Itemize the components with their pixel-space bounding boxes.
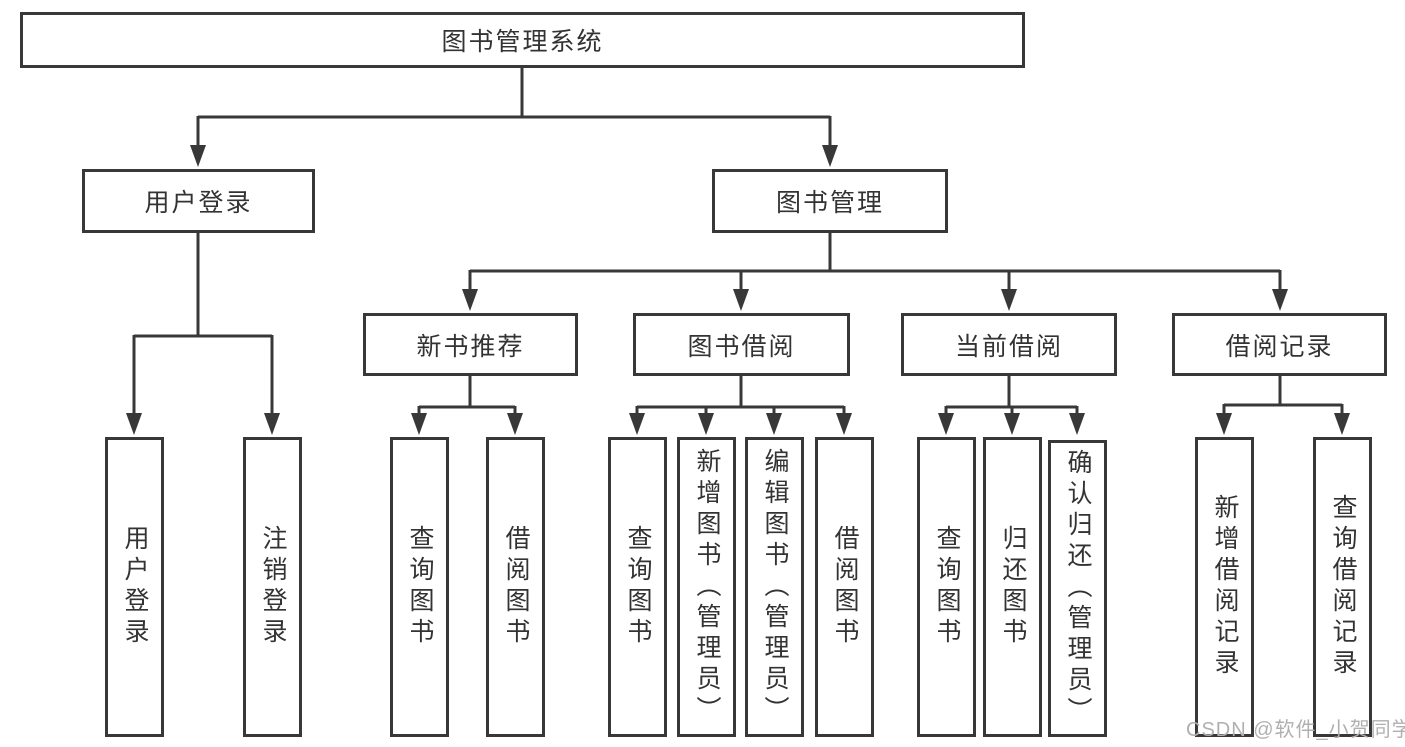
node-book-borrow: 图书借阅 [633, 313, 850, 376]
node-leaf-borrow-books: 借阅图书 [815, 437, 874, 737]
node-user-login: 用户登录 [82, 169, 315, 233]
node-leaf-query-borrow-record: 查询借阅记录 [1313, 437, 1372, 737]
node-leaf-add-borrow-record: 新增借阅记录 [1195, 437, 1254, 737]
node-leaf-edit-books-admin: 编辑图书（管理员） [745, 437, 804, 737]
node-new-book-recommend: 新书推荐 [363, 313, 578, 376]
node-leaf-add-books-admin: 新增图书（管理员） [677, 437, 736, 737]
node-leaf-query-books-borrow: 查询图书 [608, 437, 667, 737]
node-current-borrow: 当前借阅 [901, 313, 1117, 376]
node-leaf-borrow-books-recommend: 借阅图书 [486, 437, 545, 737]
node-leaf-query-books-current: 查询图书 [917, 437, 976, 737]
node-leaf-query-books-recommend: 查询图书 [390, 437, 449, 737]
node-leaf-return-books: 归还图书 [983, 437, 1042, 737]
node-borrow-records: 借阅记录 [1172, 313, 1387, 376]
node-leaf-confirm-return-admin: 确认归还（管理员） [1048, 440, 1107, 737]
csdn-watermark: CSDN @软件_小贺同学 [1186, 719, 1405, 741]
node-book-management: 图书管理 [712, 169, 948, 233]
node-leaf-user-login: 用户登录 [105, 437, 164, 737]
node-library-management-system: 图书管理系统 [20, 12, 1025, 68]
node-leaf-logout: 注销登录 [243, 437, 302, 737]
